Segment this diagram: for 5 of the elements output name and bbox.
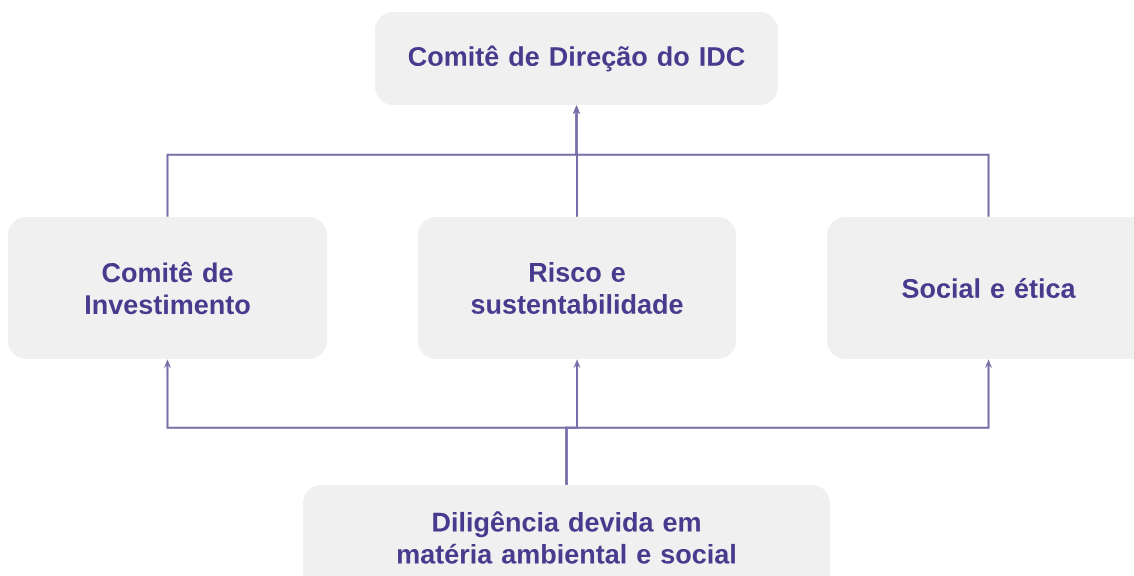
process-box: Comitê de Investimento	[8, 217, 327, 359]
process-box: Risco e sustentabilidade	[418, 217, 736, 359]
process-box: Social e ética	[827, 217, 1134, 359]
process-box: Diligência devida em matéria ambiental e social	[303, 485, 830, 576]
process-box: Comitê de Direção do IDC	[375, 12, 778, 105]
